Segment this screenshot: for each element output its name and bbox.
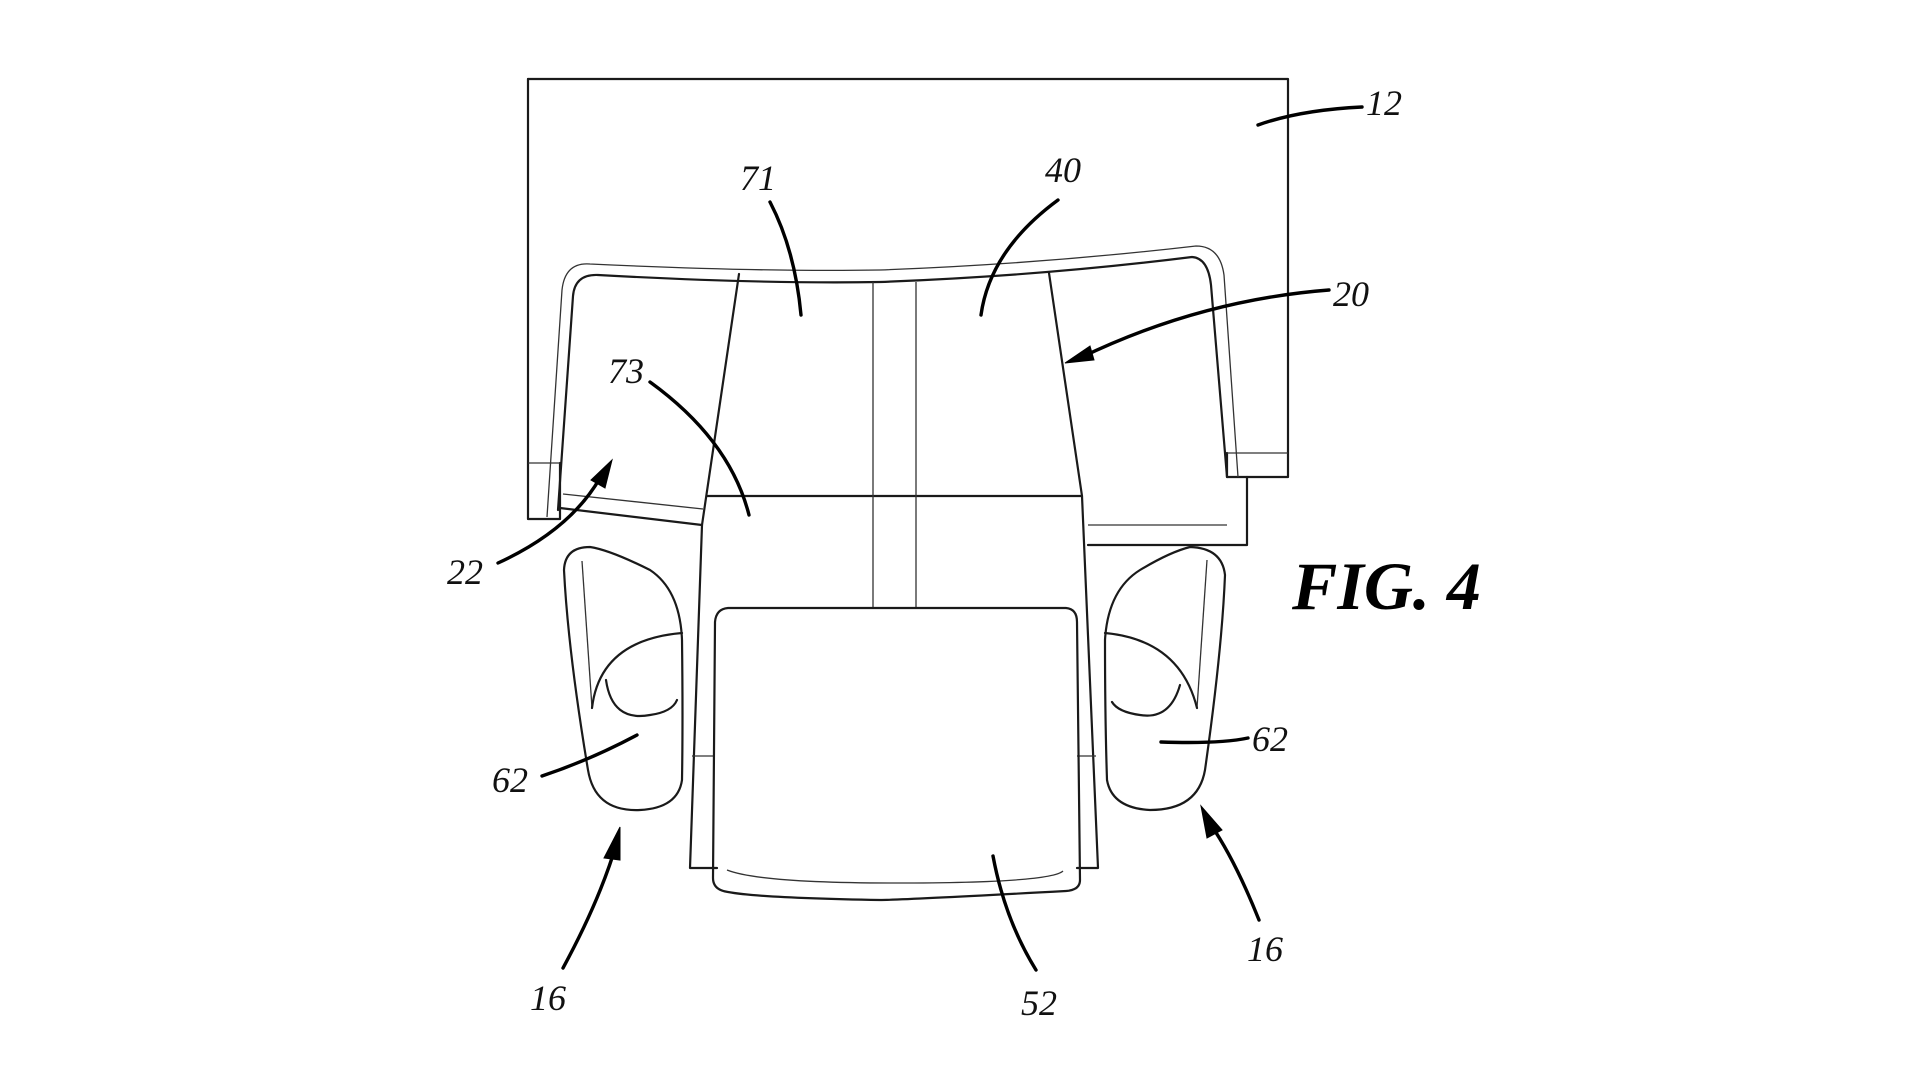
seat-cushion (711, 606, 1082, 902)
leader-73 (648, 380, 751, 517)
leader-20 (1078, 288, 1331, 360)
label-16-right: 16 (1247, 929, 1283, 969)
label-12: 12 (1366, 83, 1402, 123)
label-22: 22 (447, 552, 483, 592)
label-52: 52 (1021, 983, 1057, 1023)
leader-62-left (540, 733, 639, 778)
label-40: 40 (1045, 150, 1081, 190)
housing-outline (526, 77, 1290, 521)
arrow-20 (1064, 345, 1095, 364)
leader-52 (991, 854, 1038, 972)
label-71: 71 (740, 158, 776, 198)
label-73: 73 (608, 351, 644, 391)
leader-62-right (1159, 736, 1250, 745)
seat-frame (546, 245, 1239, 518)
leader-71 (768, 200, 803, 317)
arrow-16-right (1200, 804, 1223, 839)
label-16-left: 16 (530, 978, 566, 1018)
label-20: 20 (1333, 274, 1369, 314)
left-sill (558, 493, 704, 527)
label-62-right: 62 (1252, 719, 1288, 759)
leader-lines (496, 105, 1364, 972)
leader-16-right (1209, 823, 1261, 922)
arrow-22 (590, 458, 613, 489)
armrest-left (562, 545, 684, 812)
armrest-right (1103, 545, 1227, 812)
seat-back (688, 271, 1100, 870)
leader-16-left (561, 840, 619, 970)
arrow-16-left (603, 826, 621, 861)
leader-12 (1256, 105, 1364, 127)
figure-title: FIG. 4 (1291, 548, 1481, 624)
right-lower-block (1086, 475, 1249, 547)
label-62-left: 62 (492, 760, 528, 800)
leader-40 (979, 198, 1060, 317)
leader-22 (496, 476, 602, 565)
